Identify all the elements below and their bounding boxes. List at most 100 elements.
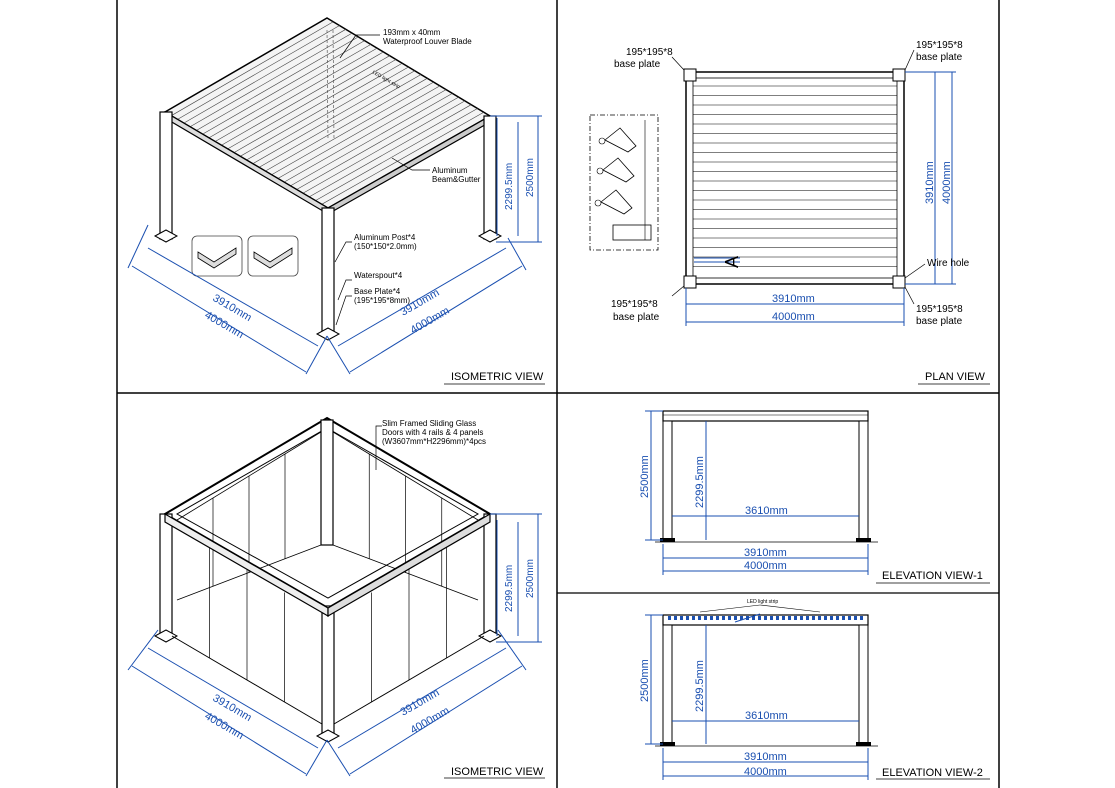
plan-view: A 195*195*8 base plate 195*195*8 base pl… xyxy=(589,40,990,385)
louver-blade xyxy=(240,62,403,157)
led-segment xyxy=(698,616,701,620)
corner-detail-2 xyxy=(247,235,299,277)
corner-detail-1 xyxy=(191,235,243,277)
elev2-led-label: LED light strip xyxy=(747,599,778,605)
louver-blade xyxy=(215,47,378,142)
led-segment xyxy=(668,616,671,620)
elev1-dim-2299: 2299.5mm xyxy=(694,456,706,508)
led-segment xyxy=(782,616,785,620)
iso2-title: ISOMETRIC VIEW xyxy=(451,766,544,778)
dim-height-2500: 2500mm xyxy=(525,158,536,197)
elev2-dim-2500: 2500mm xyxy=(639,659,651,702)
led-segment xyxy=(848,616,851,620)
louver-blade xyxy=(277,85,440,179)
base-note-1: Base Plate*4 xyxy=(354,287,401,296)
section-mark-a: A xyxy=(722,256,742,268)
louver-blade xyxy=(290,93,453,187)
louver-blade xyxy=(271,81,434,176)
led-segment xyxy=(752,616,755,620)
post-right xyxy=(483,115,497,240)
door-note-3: (W3607mm*H2296mm)*4pcs xyxy=(382,437,486,446)
led-segment xyxy=(680,616,683,620)
plate-bl-1: 195*195*8 xyxy=(611,299,658,310)
elev2-title: ELEVATION VIEW-2 xyxy=(882,767,983,779)
plate-tl-1: 195*195*8 xyxy=(626,47,673,58)
plan-dim-3910-w: 3910mm xyxy=(772,293,815,305)
led-segment xyxy=(764,616,767,620)
louver-note-2: Waterproof Louver Blade xyxy=(383,37,472,46)
led-segment xyxy=(830,616,833,620)
led-segment xyxy=(812,616,815,620)
isometric-view-2: Slim Framed Sliding Glass Doors with 4 r… xyxy=(127,416,545,779)
led-segment xyxy=(728,616,731,620)
plan-title: PLAN VIEW xyxy=(925,371,986,383)
led-segment xyxy=(800,616,803,620)
led-segment xyxy=(860,616,863,620)
louver-blade xyxy=(296,96,459,190)
plate-tl-2: base plate xyxy=(614,59,661,70)
louver-blade xyxy=(321,111,484,205)
led-segment xyxy=(770,616,773,620)
led-segment xyxy=(722,616,725,620)
louver-blade xyxy=(189,32,353,128)
plan-louvers xyxy=(693,85,897,267)
louver-blade xyxy=(171,21,334,116)
elev2-dim-3610: 3610mm xyxy=(745,710,788,722)
elev1-dim-2500: 2500mm xyxy=(639,455,651,498)
plate-tr-1: 195*195*8 xyxy=(916,40,963,51)
elevation-view-2: LED light strip 2500mm 2299.5mm 3610mm 3… xyxy=(639,599,990,780)
louver-blade xyxy=(208,44,372,139)
led-segment xyxy=(854,616,857,620)
plan-dim-4000-d: 4000mm xyxy=(941,161,953,204)
led-segment xyxy=(836,616,839,620)
base-note-2: (195*195*8mm) xyxy=(354,296,410,305)
led-segment xyxy=(674,616,677,620)
louver-blade xyxy=(315,108,478,201)
plan-dim-3910-d: 3910mm xyxy=(924,161,936,204)
post-note-1: Aluminum Post*4 xyxy=(354,233,416,242)
plate-br-2: base plate xyxy=(916,316,963,327)
elev2-dim-3910: 3910mm xyxy=(744,751,787,763)
wire-hole-label: Wire hole xyxy=(927,258,970,269)
post-note-2: (150*150*2.0mm) xyxy=(354,242,417,251)
beam-note-2: Beam&Gutter xyxy=(432,175,481,184)
led-segment xyxy=(704,616,707,620)
door-note-2: Doors with 4 rails & 4 panels xyxy=(382,428,483,437)
louver-blade xyxy=(258,74,422,168)
elev1-dim-4000: 4000mm xyxy=(744,560,787,572)
led-segment xyxy=(824,616,827,620)
spout-note: Waterspout*4 xyxy=(354,271,403,280)
led-segment xyxy=(740,616,743,620)
led-segment xyxy=(758,616,761,620)
louver-blade xyxy=(283,89,447,183)
plate-tr-2: base plate xyxy=(916,52,963,63)
post-left xyxy=(159,111,173,240)
led-segment xyxy=(776,616,779,620)
louver-blade xyxy=(309,104,472,198)
elevation-view-1: 2500mm 2299.5mm 3610mm 3910mm 4000mm ELE… xyxy=(639,410,990,584)
elev2-dim-2299: 2299.5mm xyxy=(694,660,706,712)
post-front xyxy=(321,207,335,337)
louver-blade xyxy=(246,66,409,161)
iso2-dim-height-2500: 2500mm xyxy=(525,559,536,598)
louver-blade xyxy=(196,36,359,131)
louver-blade xyxy=(227,55,390,150)
beam-note-1: Aluminum xyxy=(432,166,468,175)
louver-blade xyxy=(202,40,365,135)
louver-blade xyxy=(302,100,466,194)
louver-note-1: 193mm x 40mm xyxy=(383,28,441,37)
louver-blade xyxy=(233,59,397,153)
louver-blade xyxy=(183,29,346,124)
led-segment xyxy=(842,616,845,620)
iso2-dim-height-2299: 2299.5mm xyxy=(504,565,515,612)
led-segment xyxy=(686,616,689,620)
plate-br-1: 195*195*8 xyxy=(916,304,963,315)
door-note-1: Slim Framed Sliding Glass xyxy=(382,419,476,428)
isometric-view-1: 193mm x 40mm Waterproof Louver Blade Alu… xyxy=(127,17,545,385)
led-segment xyxy=(734,616,737,620)
plan-dim-4000-w: 4000mm xyxy=(772,311,815,323)
led-segment xyxy=(710,616,713,620)
louver-blades xyxy=(171,21,484,205)
